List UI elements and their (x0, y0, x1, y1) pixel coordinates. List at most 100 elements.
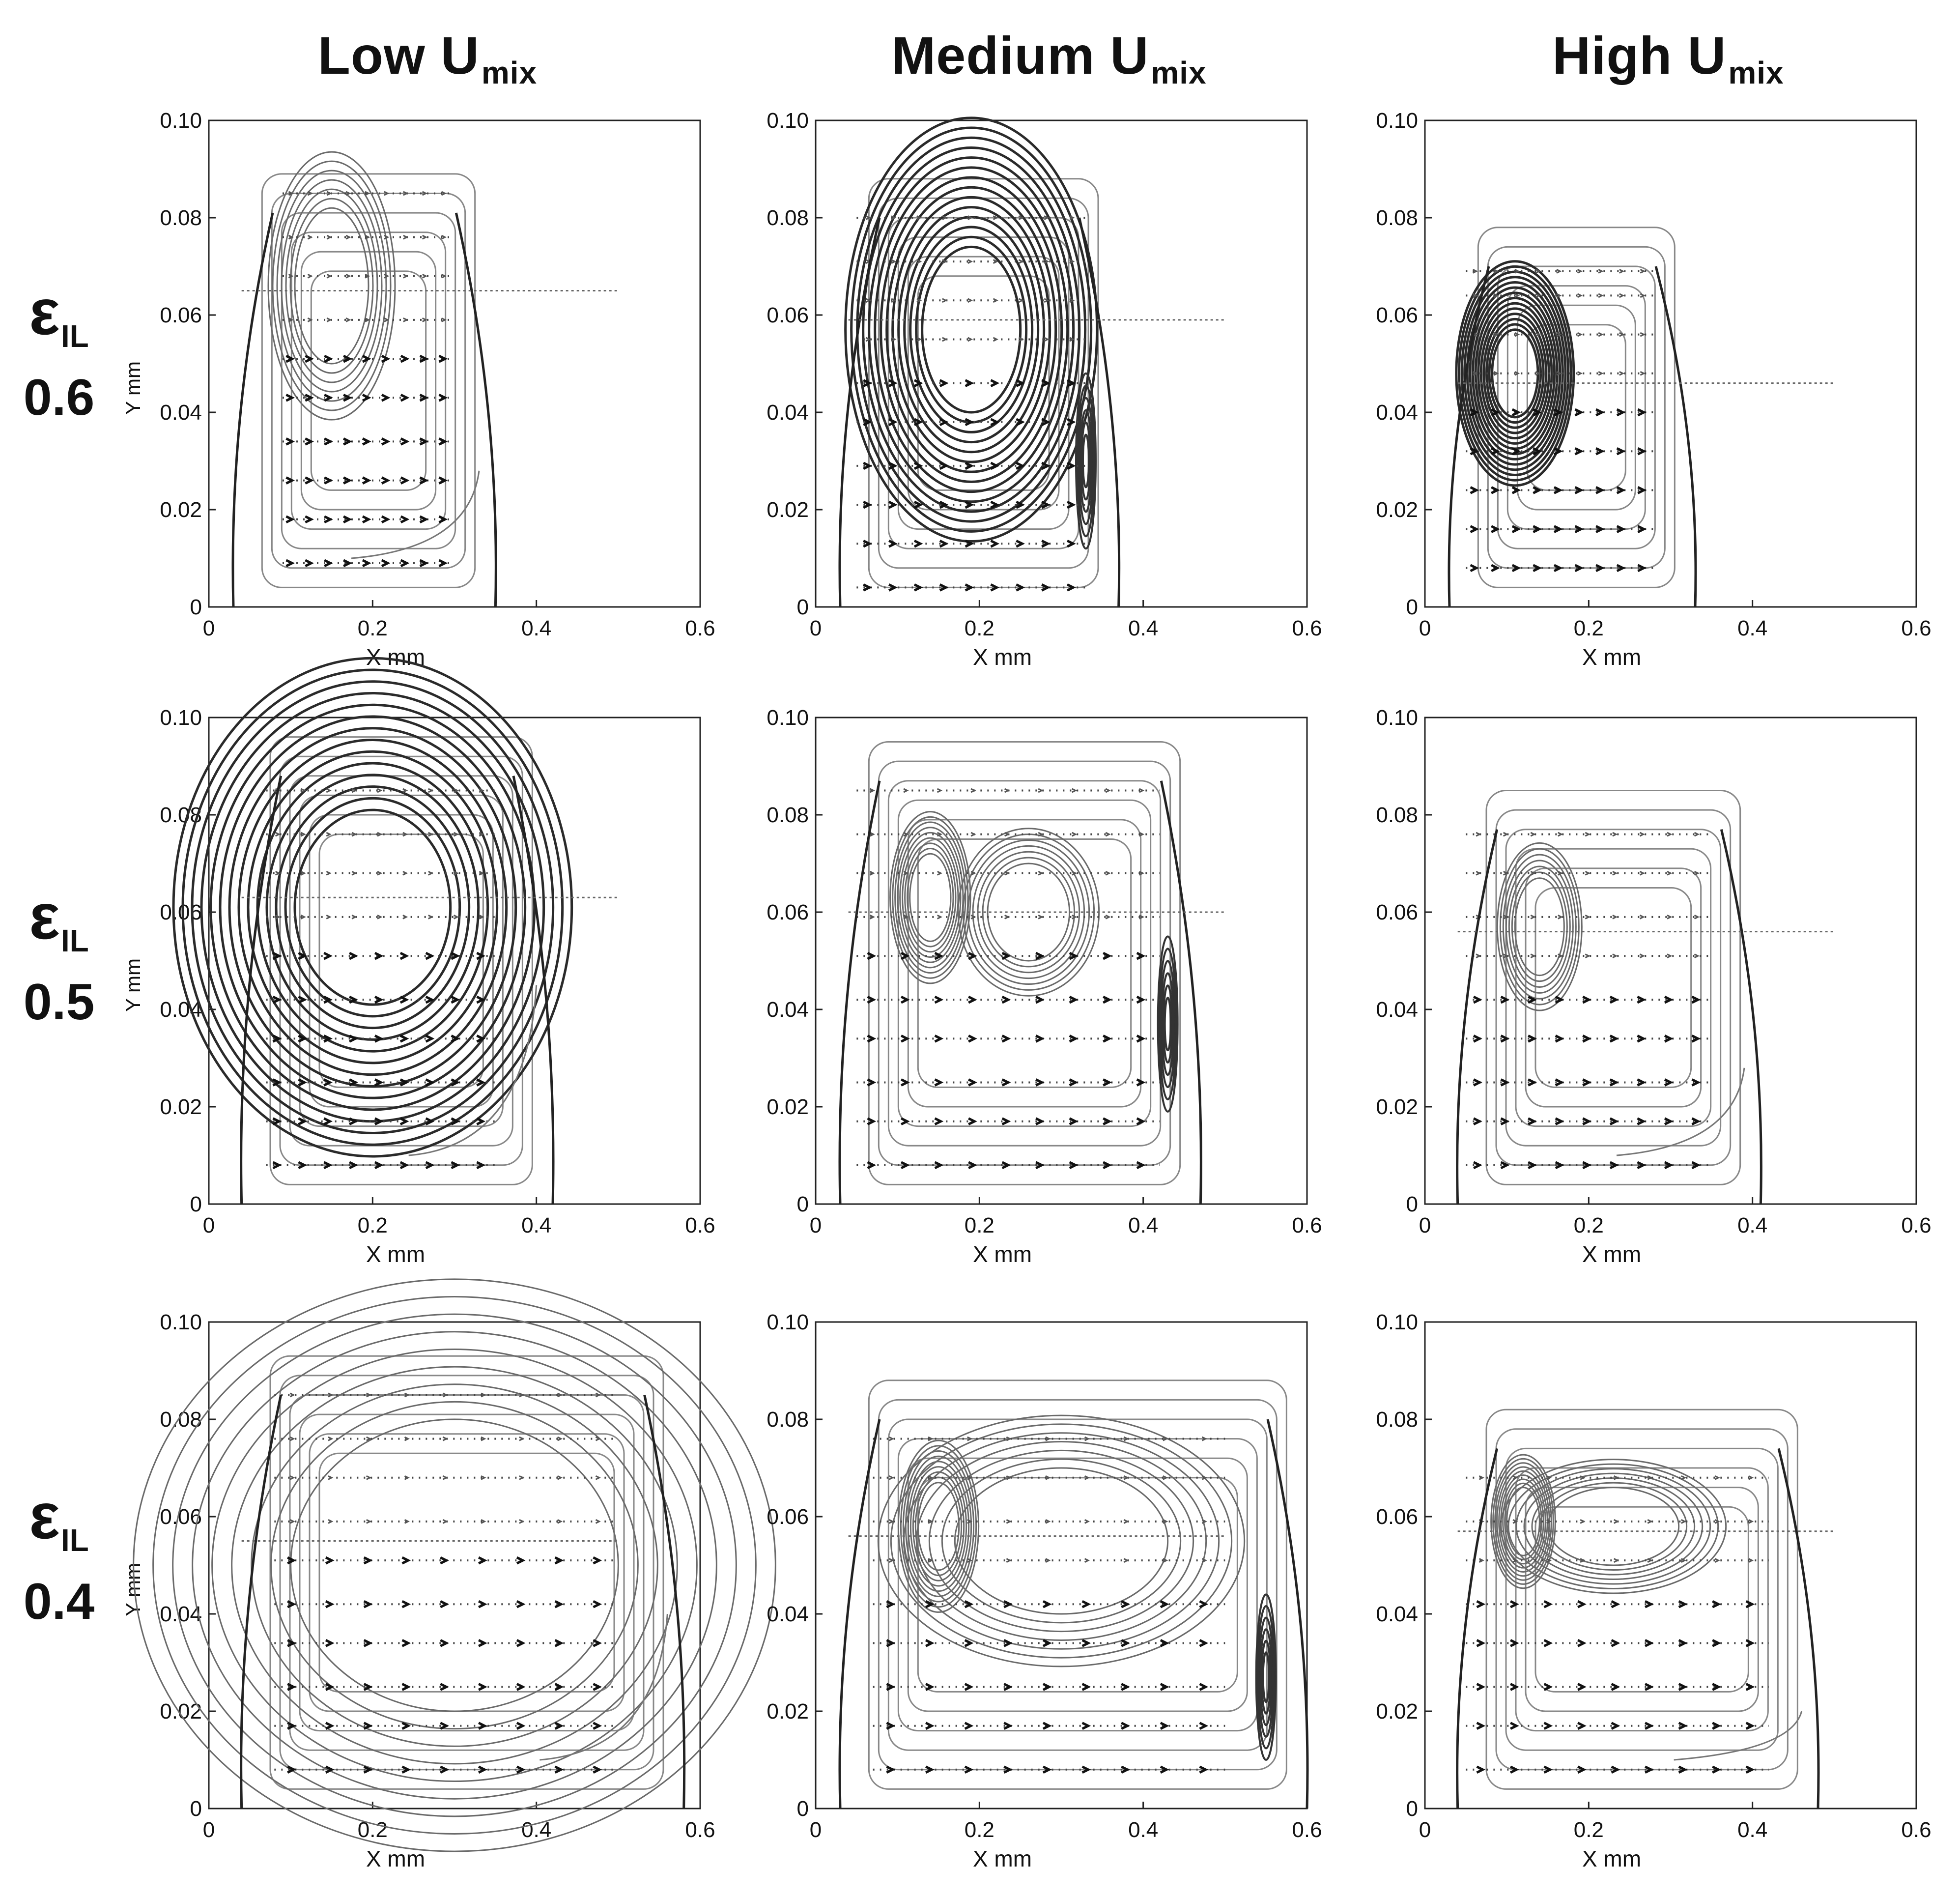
vortex-ring (219, 715, 527, 1099)
velocity-arrow (377, 915, 383, 920)
velocity-arrow (399, 1161, 409, 1170)
velocity-arrow (1511, 486, 1521, 494)
velocity-arrow (1543, 1639, 1553, 1647)
x-tick-label: 0 (1419, 1213, 1431, 1237)
velocity-vectors (1466, 832, 1712, 1170)
velocity-arrow (400, 437, 410, 446)
x-tick-label: 0.6 (685, 616, 715, 640)
velocity-arrow (298, 1035, 308, 1043)
velocity-arrow (519, 1475, 525, 1480)
velocity-arrow (1045, 1519, 1051, 1524)
vortex-ring (880, 176, 1063, 483)
y-tick-label: 0.04 (160, 998, 202, 1022)
velocity-arrow (349, 1035, 358, 1043)
velocity-arrow (993, 215, 998, 220)
corner-streamline (1616, 1067, 1745, 1156)
velocity-arrow (422, 234, 428, 240)
velocity-arrow (1038, 788, 1044, 793)
right-wall-curve (1777, 1448, 1820, 1809)
vortex-ring (844, 116, 1099, 543)
velocity-arrow (967, 215, 973, 220)
velocity-arrow (934, 1078, 944, 1087)
velocity-arrow (1069, 259, 1075, 264)
velocity-arrow (422, 317, 428, 322)
vortex-ring (907, 848, 954, 948)
left-wall-curve (1456, 829, 1499, 1205)
velocity-arrow (916, 259, 922, 264)
velocity-arrow (384, 317, 390, 322)
vortex-ring (890, 1423, 1233, 1659)
y-tick-label: 0.02 (1376, 498, 1418, 522)
velocity-arrow (402, 788, 408, 793)
velocity-arrow (970, 832, 976, 837)
velocity-arrow (326, 915, 332, 920)
velocity-arrow (1609, 1078, 1619, 1087)
x-tick-label: 0.4 (1128, 1818, 1158, 1842)
velocity-arrow (1611, 1639, 1620, 1647)
velocity-arrow (1072, 832, 1078, 837)
side-cell-ring (1258, 1616, 1275, 1738)
velocity-arrow (479, 832, 484, 837)
velocity-arrow (1509, 1722, 1519, 1730)
velocity-arrow (1069, 298, 1075, 303)
velocity-arrow (285, 437, 295, 446)
velocity-arrow (554, 1765, 564, 1774)
velocity-arrow (1580, 1519, 1586, 1524)
streamline (281, 212, 456, 549)
velocity-arrow (481, 1475, 486, 1480)
velocity-arrow (384, 234, 390, 240)
velocity-arrow (593, 1683, 602, 1691)
velocity-arrow (1041, 540, 1051, 548)
velocity-arrow (1042, 1722, 1052, 1730)
plot-frame (815, 1321, 1308, 1810)
velocity-arrow (1714, 1519, 1720, 1524)
velocity-arrow (1199, 1600, 1209, 1609)
velocity-arrow (888, 379, 898, 387)
velocity-arrow (300, 870, 306, 876)
velocity-arrow (479, 915, 484, 920)
vortex (877, 1414, 1246, 1667)
velocity-arrow (516, 1600, 526, 1609)
y-tick-label: 0.08 (767, 206, 809, 230)
velocity-arrow (300, 832, 306, 837)
vortex-ring (133, 1278, 776, 1852)
velocity-arrow (1045, 1475, 1051, 1480)
velocity-arrow (366, 1519, 372, 1524)
y-tick-label: 0.06 (1376, 303, 1418, 327)
velocity-arrow (441, 191, 447, 196)
velocity-arrow (1553, 408, 1563, 417)
velocity-arrow (1084, 1519, 1090, 1524)
velocity-arrow (1163, 1519, 1168, 1524)
velocity-arrow (374, 995, 384, 1004)
velocity-arrow (1611, 1600, 1620, 1609)
velocity-arrow (1664, 995, 1674, 1004)
column-title-high: High Umix (1552, 26, 1784, 90)
velocity-arrow (1745, 1600, 1755, 1609)
corner-streamline (1674, 1711, 1803, 1761)
velocity-arrow (967, 1436, 973, 1441)
velocity-arrow (342, 476, 352, 485)
velocity-arrow (381, 394, 391, 402)
velocity-arrow (289, 1475, 295, 1480)
velocity-arrow (1199, 1765, 1209, 1774)
side-cell-ring (1162, 984, 1173, 1064)
velocity-arrow (863, 540, 872, 548)
velocity-arrow (1491, 447, 1500, 456)
right-wall-curve (1720, 829, 1762, 1205)
velocity-arrow (967, 298, 973, 303)
velocity-arrow (888, 500, 898, 509)
plot-frame (208, 1321, 701, 1810)
velocity-arrow (275, 870, 281, 876)
velocity-arrow (1637, 486, 1647, 494)
velocity-arrow (519, 1392, 525, 1398)
velocity-arrow (363, 1683, 373, 1691)
velocity-arrow (516, 1683, 526, 1691)
velocity-arrow (900, 1117, 910, 1125)
velocity-arrow (365, 273, 370, 279)
velocity-arrow (942, 298, 948, 303)
velocity-arrow (451, 1161, 460, 1170)
velocity-arrow (1512, 1475, 1518, 1480)
vortex-ring (1515, 1468, 1711, 1585)
